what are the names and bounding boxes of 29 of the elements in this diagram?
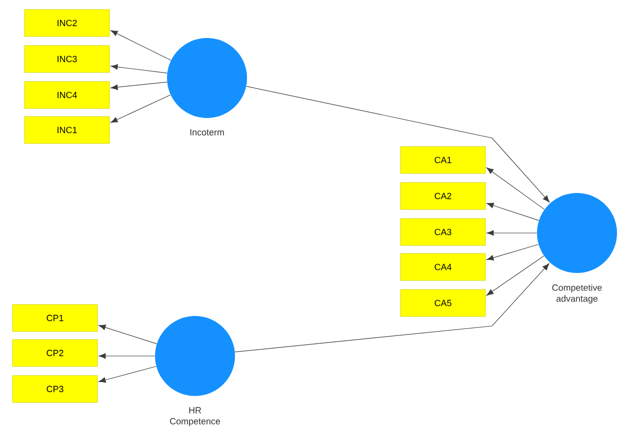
indicator-box: CP3 [12,375,98,403]
indicator-box: CA2 [400,182,486,210]
arrow [110,30,172,60]
indicator-box: CA1 [400,146,486,174]
arrow [486,167,545,210]
arrow [110,94,171,123]
arrow [110,82,168,90]
construct-label: Competetive advantage [552,284,602,304]
construct-label: Incoterm [190,129,224,136]
arrow [110,64,168,74]
indicator-box: INC1 [24,116,110,144]
indicator-box: CP1 [12,304,98,332]
indicator-box: INC2 [24,9,110,37]
indicator-box: INC3 [24,45,110,73]
arrow [98,353,156,359]
construct-label: HR Competence [170,407,220,426]
indicator-box: CP2 [12,339,98,367]
indicator-box: CA3 [400,218,486,246]
arrow [98,366,156,383]
arrow [486,244,539,260]
arrow [486,230,538,236]
arrow [98,324,157,344]
arrow [234,263,550,352]
arrow [486,256,544,296]
arrow [246,86,550,202]
arrow [486,202,540,221]
indicator-box: CA4 [400,253,486,281]
indicator-box: CA5 [400,289,486,317]
indicator-box: INC4 [24,81,110,109]
